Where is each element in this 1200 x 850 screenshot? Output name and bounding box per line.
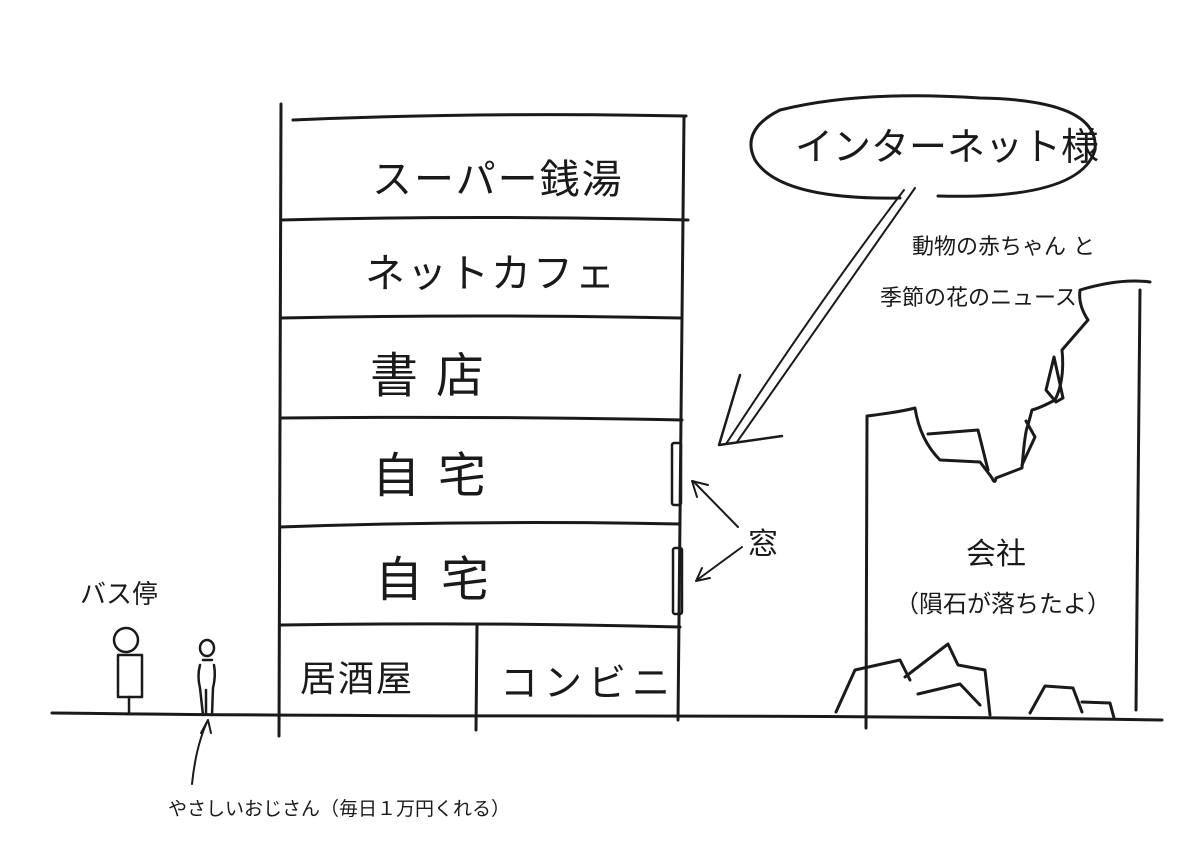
kind-man-body xyxy=(197,658,217,717)
company-right-wall xyxy=(1134,288,1142,712)
bus-stop-label: バス停 xyxy=(80,580,159,610)
building-left-wall xyxy=(277,102,283,738)
kind-man-label: やさしいおじさん（毎日１万円くれる） xyxy=(168,798,511,820)
floor-label-bookstore: 書店 xyxy=(370,348,503,404)
floor-label-home-upper: 自宅 xyxy=(372,448,505,504)
ground-line xyxy=(50,711,1164,722)
floor-label-convenience-store: コンビニ xyxy=(500,661,677,705)
internet-label: インターネット様 xyxy=(795,125,1100,169)
rock-2 xyxy=(903,642,992,717)
company-left-wall xyxy=(864,415,869,730)
roof-line xyxy=(291,113,688,122)
window-1 xyxy=(670,441,683,507)
rock-1 xyxy=(834,658,912,714)
floor-label-net-cafe: ネットカフェ xyxy=(365,251,617,297)
floor-label-home-lower: 自宅 xyxy=(375,552,508,608)
person-bus-stop-head xyxy=(112,626,140,654)
news-line-1: 動物の赤ちゃん と xyxy=(912,235,1095,260)
floor-label-izakaya: 居酒屋 xyxy=(300,659,415,700)
company-sublabel: （隕石が落ちたよ） xyxy=(895,590,1111,618)
kind-man-head xyxy=(198,638,216,658)
internet-arrow xyxy=(725,189,905,445)
window-2 xyxy=(671,546,684,616)
rock-3 xyxy=(1028,684,1084,715)
company-broken-top xyxy=(865,279,1152,483)
ground-floor-divider xyxy=(474,623,479,732)
rock-4 xyxy=(1080,700,1116,720)
internet-ellipse xyxy=(749,94,1097,200)
floor-label-super-sento: スーパー銭湯 xyxy=(372,157,624,203)
news-line-2: 季節の花のニュース xyxy=(880,286,1077,311)
windows-label: 窓 xyxy=(748,527,778,562)
person-bus-stop-body xyxy=(116,653,144,699)
company-label: 会社 xyxy=(966,537,1026,572)
